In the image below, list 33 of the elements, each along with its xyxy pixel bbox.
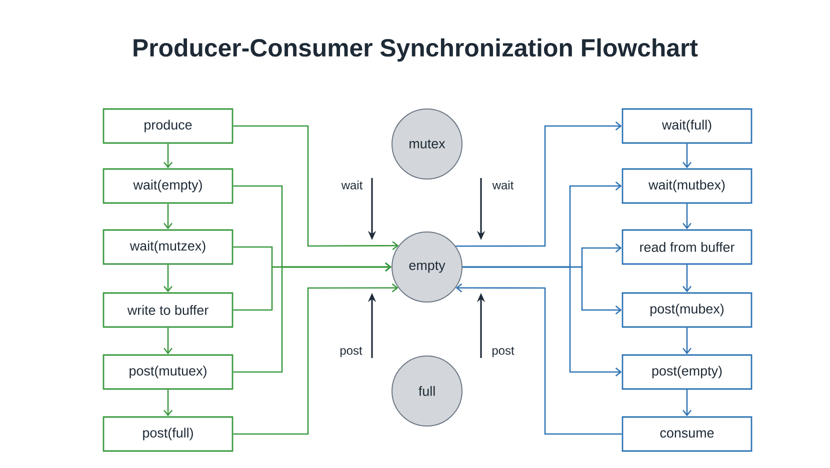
operation-label: wait bbox=[492, 180, 514, 190]
process-box: produce bbox=[102, 108, 234, 144]
process-box: post(mutuex) bbox=[102, 354, 234, 390]
arrow bbox=[164, 390, 172, 416]
operation-label: post bbox=[492, 346, 514, 358]
arrow bbox=[682, 204, 692, 230]
title: Producer-Consumer Synchronization Flowchart bbox=[134, 38, 698, 62]
process-box: write to buffer bbox=[102, 292, 234, 328]
arrow bbox=[164, 328, 172, 354]
arrow bbox=[682, 144, 692, 168]
arrow bbox=[682, 390, 692, 416]
arrow bbox=[164, 144, 172, 168]
arrow bbox=[682, 328, 692, 354]
arrow bbox=[233, 283, 398, 435]
arrow bbox=[682, 264, 692, 292]
process-box: post(empty) bbox=[622, 354, 752, 390]
process-box: wait(mutbex) bbox=[622, 168, 752, 204]
process-box: wait(empty) bbox=[102, 168, 234, 204]
arrow bbox=[462, 266, 622, 376]
arrow bbox=[164, 204, 172, 230]
process-box: post(full) bbox=[102, 416, 234, 452]
process-box: consume bbox=[622, 416, 752, 452]
arrow bbox=[456, 283, 622, 435]
arrow bbox=[456, 122, 622, 247]
process-box: post(mubex) bbox=[622, 292, 752, 328]
process-box: read from buffer bbox=[622, 229, 752, 265]
arrow bbox=[164, 264, 172, 292]
arrow bbox=[233, 125, 399, 250]
process-box: wait(full) bbox=[622, 108, 752, 144]
process-box: wait(mutzex) bbox=[102, 229, 234, 265]
operation-label: post bbox=[340, 346, 362, 358]
operation-label: wait bbox=[341, 180, 363, 190]
arrow bbox=[233, 262, 392, 311]
